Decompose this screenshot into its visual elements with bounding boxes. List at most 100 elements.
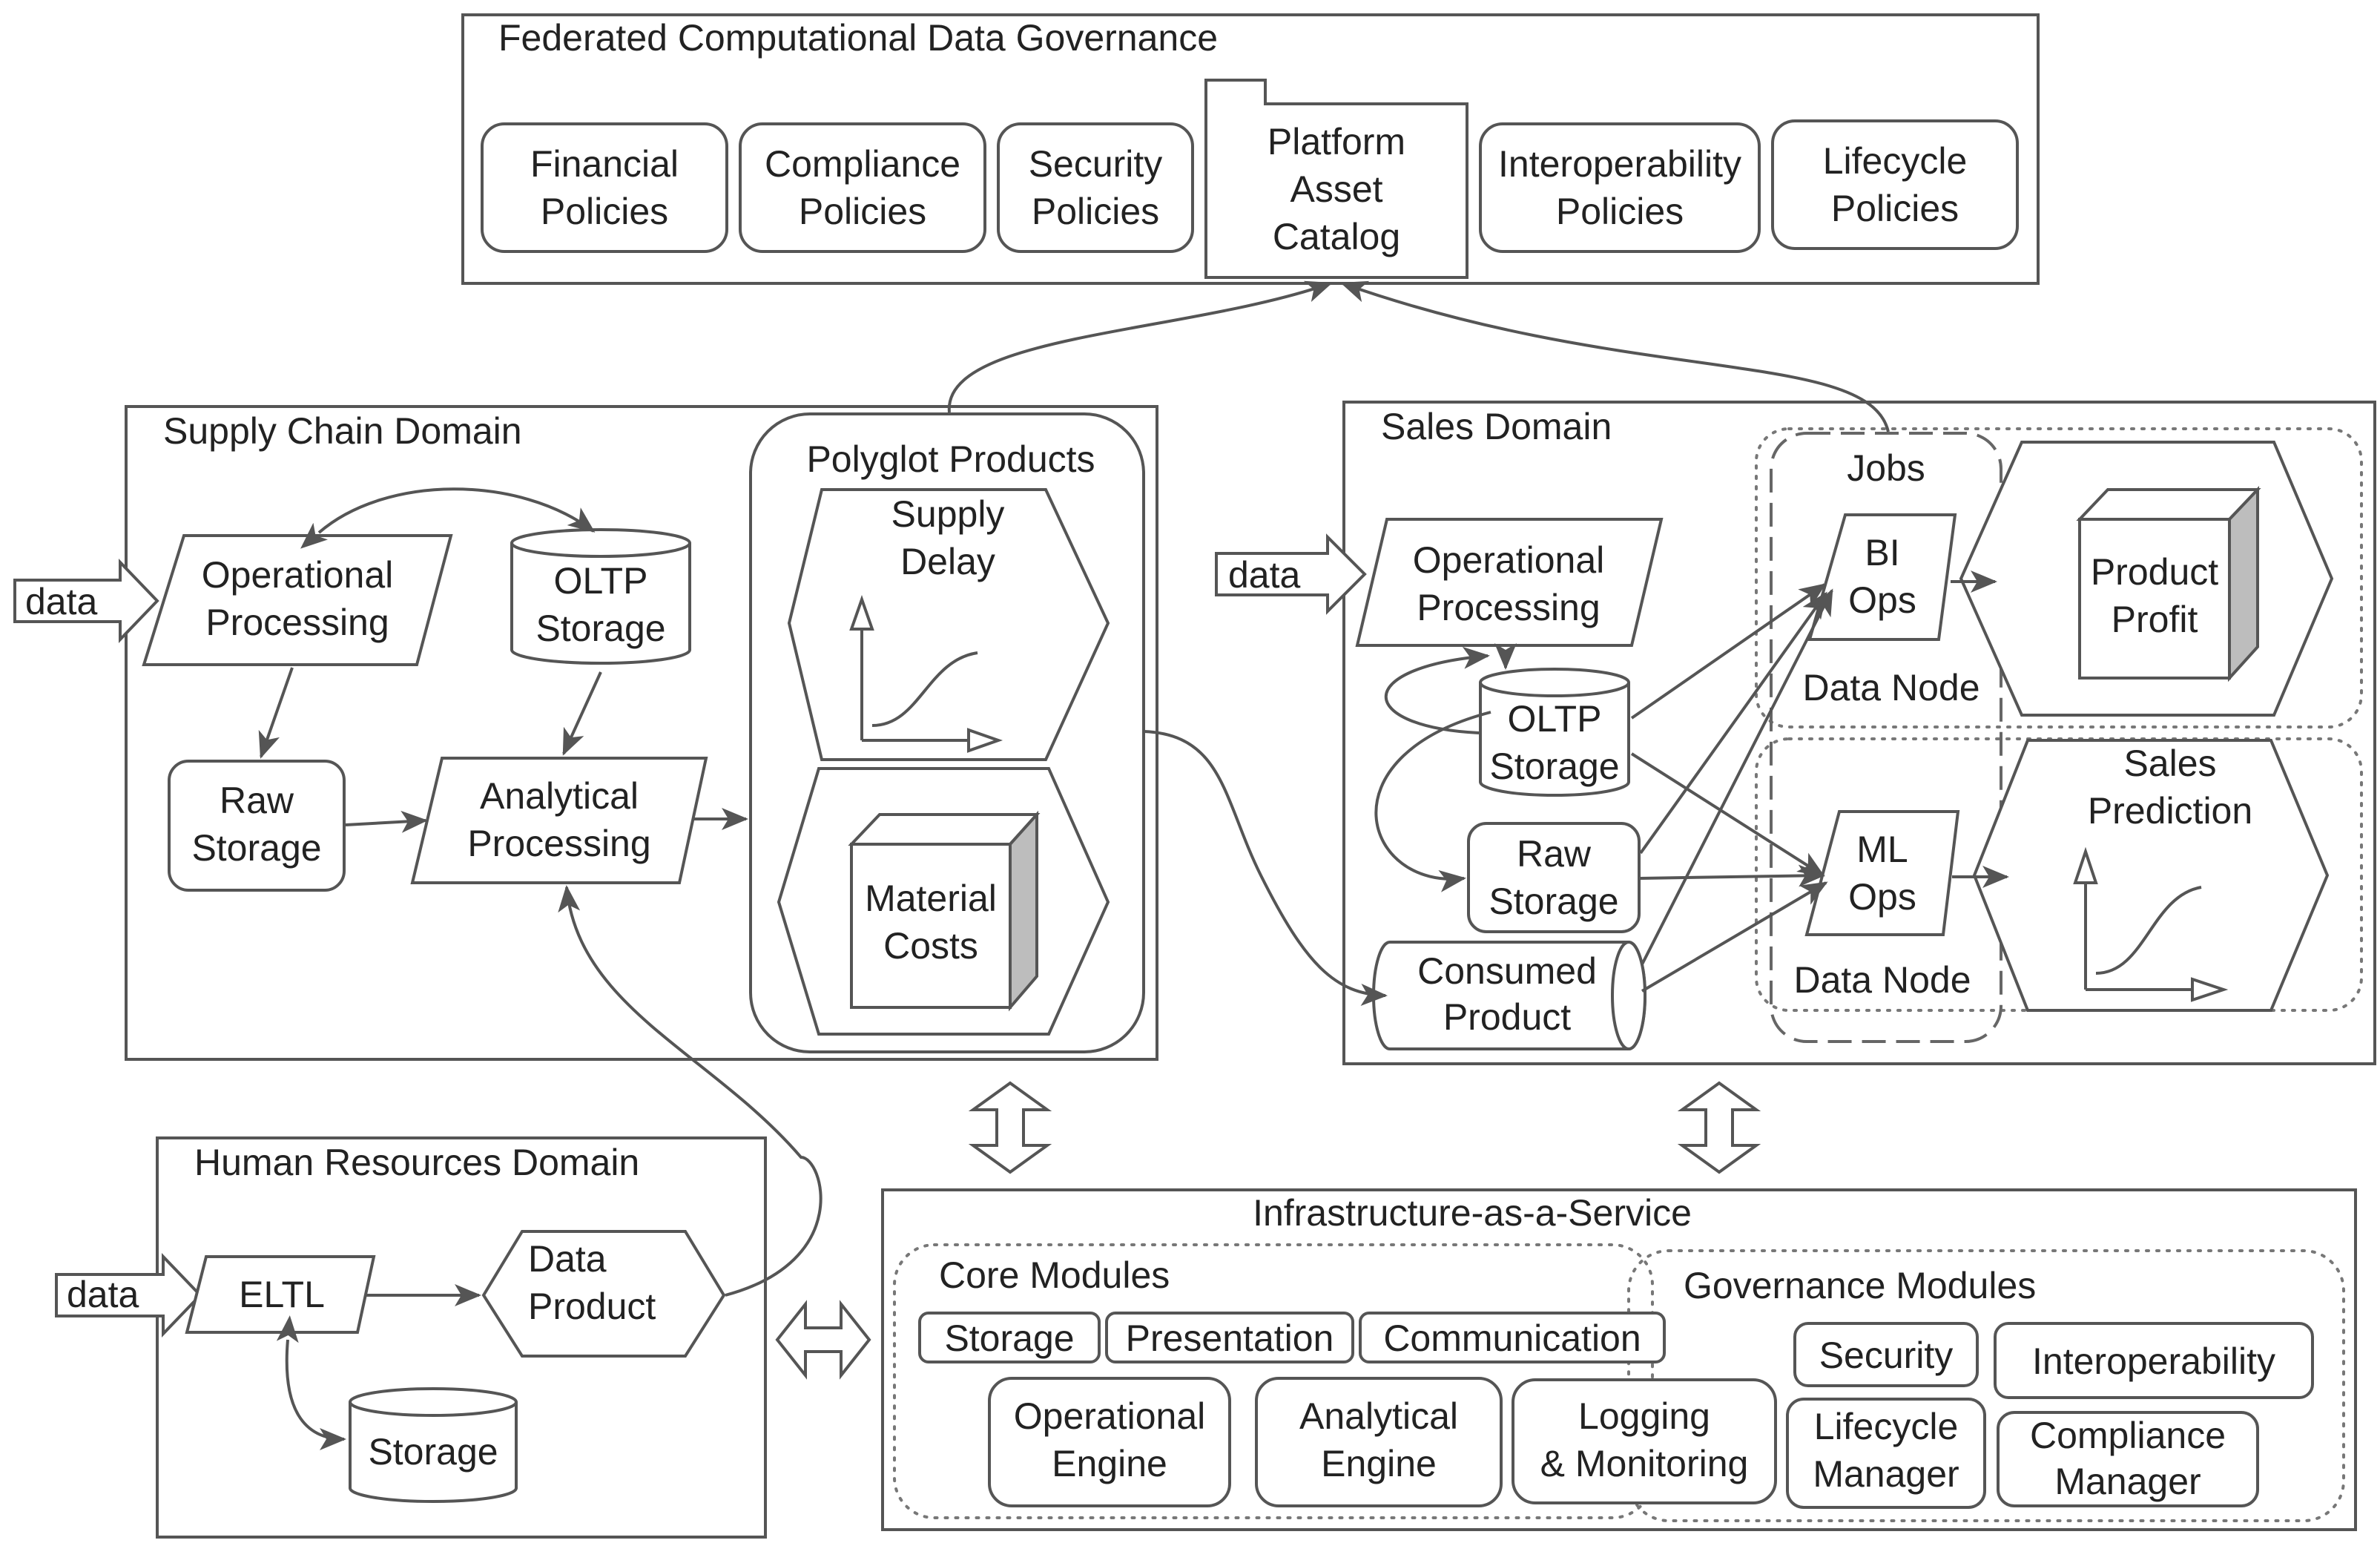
supply-chain-title: Supply Chain Domain xyxy=(163,410,522,452)
svg-text:Presentation: Presentation xyxy=(1126,1317,1334,1359)
double-arrow-sales-iaas xyxy=(1677,1081,1761,1174)
edge-consumed-bi xyxy=(1641,588,1833,965)
eltl-process: ELTL xyxy=(185,1255,376,1334)
svg-text:Logging& Monitoring: Logging& Monitoring xyxy=(1540,1395,1749,1484)
edge-raw-ml xyxy=(1640,864,1825,887)
edge-polyglot-to-consumed xyxy=(1143,730,1388,1007)
interoperability-module: Interoperability xyxy=(1994,1322,2314,1399)
edge-operational-oltp xyxy=(300,487,596,549)
svg-text:Interoperability: Interoperability xyxy=(2032,1340,2275,1382)
sales-data-input-arrow: data xyxy=(1215,533,1367,615)
edge-raw-bi xyxy=(1639,591,1827,855)
data-node-region-top xyxy=(1755,427,2363,728)
edge-operational-raw xyxy=(258,667,294,759)
edge-polyglot-to-catalog xyxy=(947,280,1333,413)
double-arrow-hr-iaas xyxy=(775,1300,871,1380)
edge-oltp-analytical xyxy=(562,671,602,756)
cube-icon xyxy=(848,810,1041,1012)
jobs-region xyxy=(1770,432,2002,1043)
svg-text:data: data xyxy=(67,1274,139,1315)
line-chart-icon xyxy=(2073,846,2229,1002)
edge-jobs-to-catalog xyxy=(1340,280,1890,432)
core-communication-module: Communication xyxy=(1359,1312,1666,1363)
svg-text:Storage: Storage xyxy=(368,1431,498,1473)
line-chart-icon xyxy=(849,594,1003,753)
edge-oltp-operational-loop xyxy=(1385,646,1490,734)
sales-title: Sales Domain xyxy=(1381,406,1612,447)
svg-text:data: data xyxy=(25,581,98,622)
data-node-label-bottom: Data Node xyxy=(1793,959,1971,1001)
svg-text:ELTL: ELTL xyxy=(239,1274,325,1315)
edge-oltp-bi xyxy=(1630,583,1827,720)
core-storage-module: Storage xyxy=(918,1312,1101,1363)
svg-text:Communication: Communication xyxy=(1383,1317,1641,1359)
hr-storage: Storage xyxy=(349,1387,518,1503)
hr-data-input-arrow: data xyxy=(55,1253,202,1338)
polyglot-products-title: Polyglot Products xyxy=(806,438,1095,480)
cube-icon xyxy=(2076,485,2261,682)
governance-title: Federated Computational Data Governance xyxy=(498,17,1218,59)
edge-oltp-raw-loop xyxy=(1374,711,1491,892)
svg-text:Security: Security xyxy=(1819,1335,1954,1376)
data-node-label-top: Data Node xyxy=(1802,667,1980,708)
edge-consumed-ml xyxy=(1641,881,1828,993)
jobs-label: Jobs xyxy=(1847,447,1925,489)
edge-oltp-ml xyxy=(1630,752,1825,877)
double-arrow-supply-iaas xyxy=(968,1081,1052,1174)
core-presentation-module: Presentation xyxy=(1105,1312,1354,1363)
logging-monitoring-module: Logging& Monitoring xyxy=(1512,1378,1777,1504)
svg-text:data: data xyxy=(1228,554,1301,596)
edge-eltl-storage xyxy=(276,1315,346,1450)
hr-title: Human Resources Domain xyxy=(194,1142,639,1183)
iaas-title: Infrastructure-as-a-Service xyxy=(1253,1192,1692,1234)
core-modules-title: Core Modules xyxy=(939,1254,1170,1296)
governance-modules-title: Governance Modules xyxy=(1684,1265,2036,1306)
